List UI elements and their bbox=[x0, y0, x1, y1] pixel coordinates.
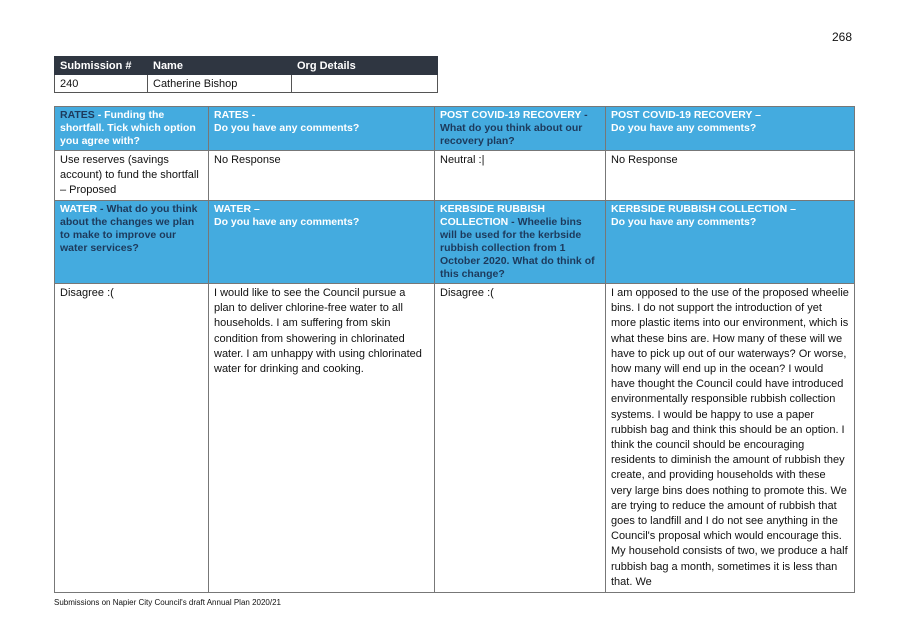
covid-comments-text: Do you have any comments? bbox=[611, 122, 757, 134]
responses-table: RATES - Funding the shortfall. Tick whic… bbox=[54, 106, 855, 594]
kerbside-comments-title: KERBSIDE RUBBISH COLLECTION – bbox=[611, 203, 796, 215]
org-details-value bbox=[291, 74, 438, 93]
rates-covid-header-row: RATES - Funding the shortfall. Tick whic… bbox=[54, 106, 855, 151]
kerbside-answer: Disagree :( bbox=[434, 282, 606, 594]
page-footer: Submissions on Napier City Council's dra… bbox=[54, 598, 281, 607]
rates-question-text: - Funding the shortfall. Tick which opti… bbox=[60, 109, 196, 147]
name-value: Catherine Bishop bbox=[147, 74, 292, 93]
covid-question-lead: POST COVID-19 RECOVERY bbox=[440, 109, 582, 121]
submission-header-row: Submission # Name Org Details bbox=[54, 56, 438, 75]
kerbside-comments-text: Do you have any comments? bbox=[611, 216, 757, 228]
covid-question-text: - What do you think about our recovery p… bbox=[440, 109, 588, 147]
water-answer: Disagree :( bbox=[54, 282, 209, 594]
submission-table: Submission # Name Org Details 240 Cather… bbox=[54, 56, 438, 93]
water-question-lead: WATER bbox=[60, 203, 98, 215]
rates-comments-text: Do you have any comments? bbox=[214, 122, 360, 134]
rates-question-lead: RATES bbox=[60, 109, 95, 121]
covid-comments-cell: POST COVID-19 RECOVERY –Do you have any … bbox=[605, 106, 855, 151]
kerbside-question-cell: KERBSIDE RUBBISH COLLECTION - Wheelie bi… bbox=[434, 200, 606, 284]
covid-question-cell: POST COVID-19 RECOVERY - What do you thi… bbox=[434, 106, 606, 151]
kerbside-question-text: - Wheelie bins will be used for the kerb… bbox=[440, 216, 595, 280]
water-kerbside-header-row: WATER - What do you think about the chan… bbox=[54, 200, 855, 284]
water-question-cell: WATER - What do you think about the chan… bbox=[54, 200, 209, 284]
water-comments-title: WATER – bbox=[214, 203, 260, 215]
rates-question-cell: RATES - Funding the shortfall. Tick whic… bbox=[54, 106, 209, 151]
water-comment-answer: I would like to see the Council pursue a… bbox=[208, 282, 435, 594]
water-comments-text: Do you have any comments? bbox=[214, 216, 360, 228]
page-number: 268 bbox=[831, 30, 852, 44]
rates-covid-answer-row: Use reserves (savings account) to fund t… bbox=[54, 150, 855, 201]
submission-number-value: 240 bbox=[54, 74, 148, 93]
submission-number-header: Submission # bbox=[54, 56, 148, 75]
submission-value-row: 240 Catherine Bishop bbox=[54, 74, 438, 93]
covid-comment-answer: No Response bbox=[605, 150, 855, 201]
water-question-text: - What do you think about the changes we… bbox=[60, 203, 198, 254]
kerbside-comment-answer: I am opposed to the use of the proposed … bbox=[605, 282, 855, 594]
water-kerbside-answer-row: Disagree :( I would like to see the Coun… bbox=[54, 282, 855, 594]
rates-comments-title: RATES - bbox=[214, 109, 256, 121]
rates-comments-cell: RATES -Do you have any comments? bbox=[208, 106, 435, 151]
rates-comment-answer: No Response bbox=[208, 150, 435, 201]
rates-answer: Use reserves (savings account) to fund t… bbox=[54, 150, 209, 201]
covid-answer: Neutral :| bbox=[434, 150, 606, 201]
kerbside-question-lead: KERBSIDE RUBBISH COLLECTION bbox=[440, 203, 546, 228]
covid-comments-title: POST COVID-19 RECOVERY – bbox=[611, 109, 761, 121]
kerbside-comments-cell: KERBSIDE RUBBISH COLLECTION –Do you have… bbox=[605, 200, 855, 284]
org-details-header: Org Details bbox=[291, 56, 438, 75]
water-comments-cell: WATER –Do you have any comments? bbox=[208, 200, 435, 284]
name-header: Name bbox=[147, 56, 292, 75]
